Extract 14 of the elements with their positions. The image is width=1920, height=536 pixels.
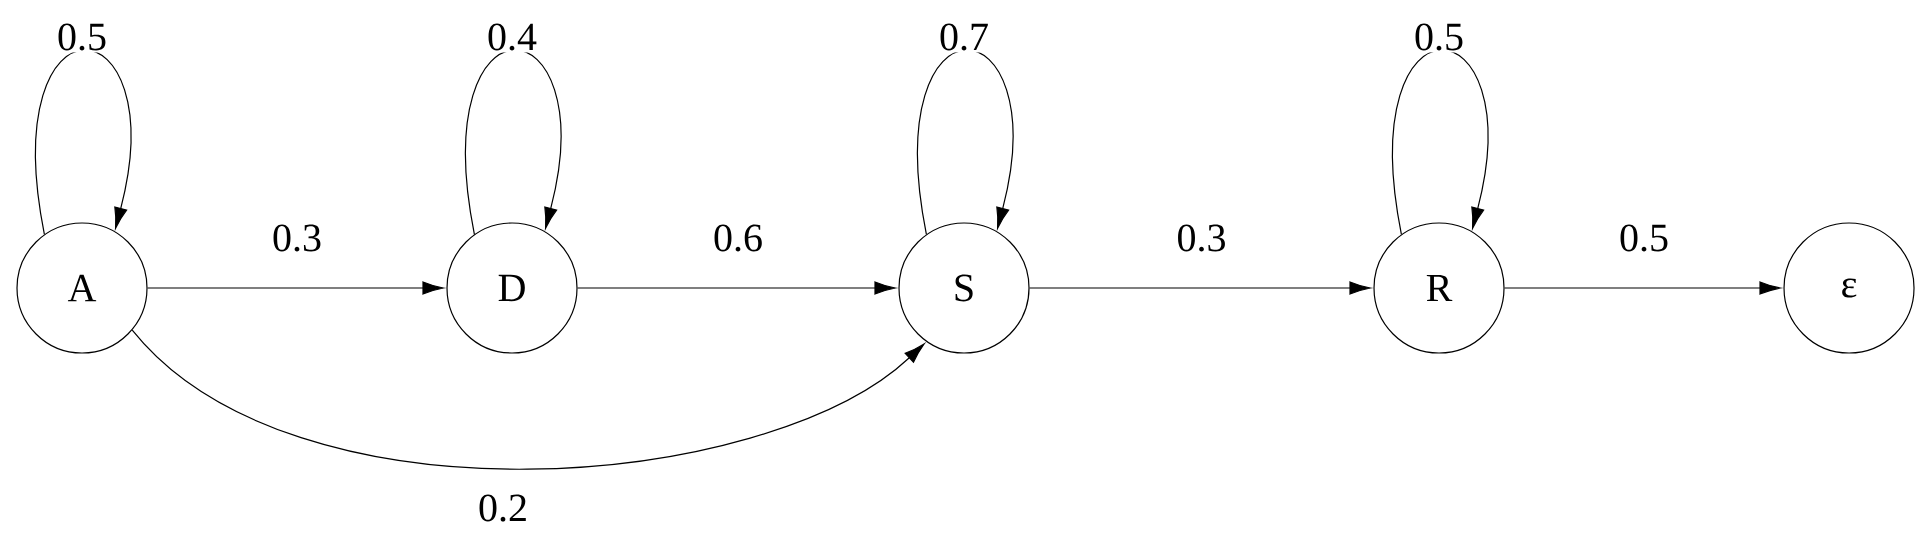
arrow [1504,281,1781,295]
edge-label: 0.3 [270,222,324,254]
edge-label: 0.5 [1617,222,1671,254]
arrow [131,329,925,470]
edge-label: 0.6 [711,222,765,254]
arrow [577,281,896,295]
edge-label: 0.3 [1174,222,1229,254]
edge-label: 0.4 [485,21,539,53]
edge-label: 0.5 [1412,21,1466,53]
edge-label: 0.2 [476,492,530,524]
arrow [1029,281,1371,295]
edge-label: 0.5 [55,21,109,53]
edge-label: 0.7 [937,21,991,53]
arrow [147,281,444,295]
